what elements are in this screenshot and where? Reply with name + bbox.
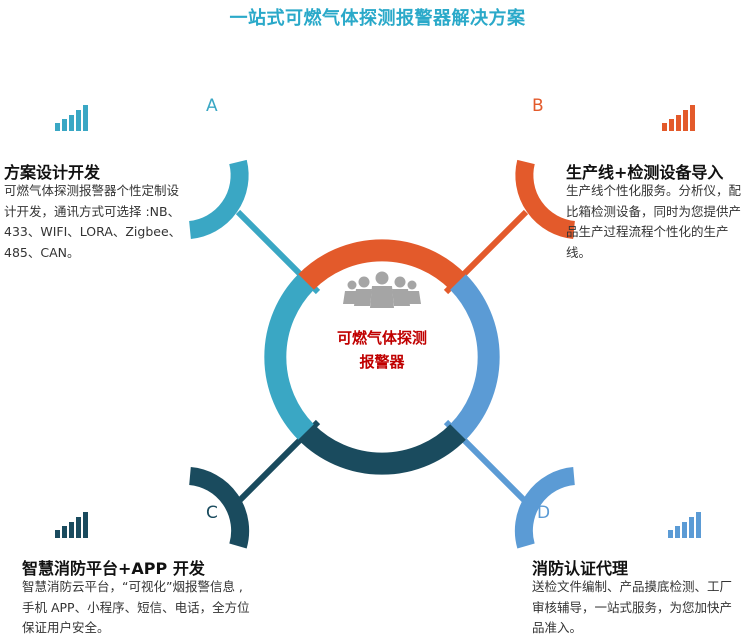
section-d-desc: 送检文件编制、产品摸底检测、工厂审核辅导，一站式服务，为您加快产品准入。	[532, 579, 733, 635]
section-d-letter: D	[537, 503, 551, 523]
ring-arc-c	[298, 424, 466, 475]
outer-arc-a	[188, 159, 249, 239]
section-a-title: 方案设计开发	[4, 163, 101, 182]
outer-arc-b	[515, 159, 576, 239]
signal-bars-icon-a	[55, 105, 88, 131]
signal-bars-icon-c	[55, 512, 88, 538]
section-c-letter: C	[206, 503, 218, 523]
section-c-title: 智慧消防平台+APP 开发	[22, 559, 205, 578]
people-group-icon	[343, 271, 421, 308]
ring-arc-d	[449, 274, 500, 440]
center-label-line2: 报警器	[359, 353, 405, 371]
center-label-line1: 可燃气体探测	[336, 329, 427, 347]
section-b-title: 生产线+检测设备导入	[566, 163, 724, 182]
ring-arc-a	[264, 274, 315, 440]
page-title: 一站式可燃气体探测报警器解决方案	[229, 8, 526, 29]
section-b-letter: B	[532, 96, 544, 116]
section-b-desc: 生产线个性化服务。分析仪，配比箱检测设备，同时为您提供产品生产过程流程个性化的生…	[566, 183, 742, 260]
signal-bars-icon-b	[662, 105, 695, 131]
ring-arc-b	[298, 239, 466, 290]
outer-arc-c	[188, 467, 250, 549]
section-a-desc: 可燃气体探测报警器个性定制设计开发，通讯方式可选择 :NB、433、WIFI、L…	[4, 183, 182, 260]
signal-bars-icon-d	[668, 512, 701, 538]
section-a-letter: A	[206, 96, 218, 116]
section-d-title: 消防认证代理	[532, 559, 629, 578]
outer-arc-d	[514, 467, 576, 549]
section-c-desc: 智慧消防云平台，“可视化”烟报警信息 ,手机 APP、小程序、短信、电话，全方位…	[22, 579, 250, 635]
center-label: 可燃气体探测 报警器	[312, 326, 452, 374]
